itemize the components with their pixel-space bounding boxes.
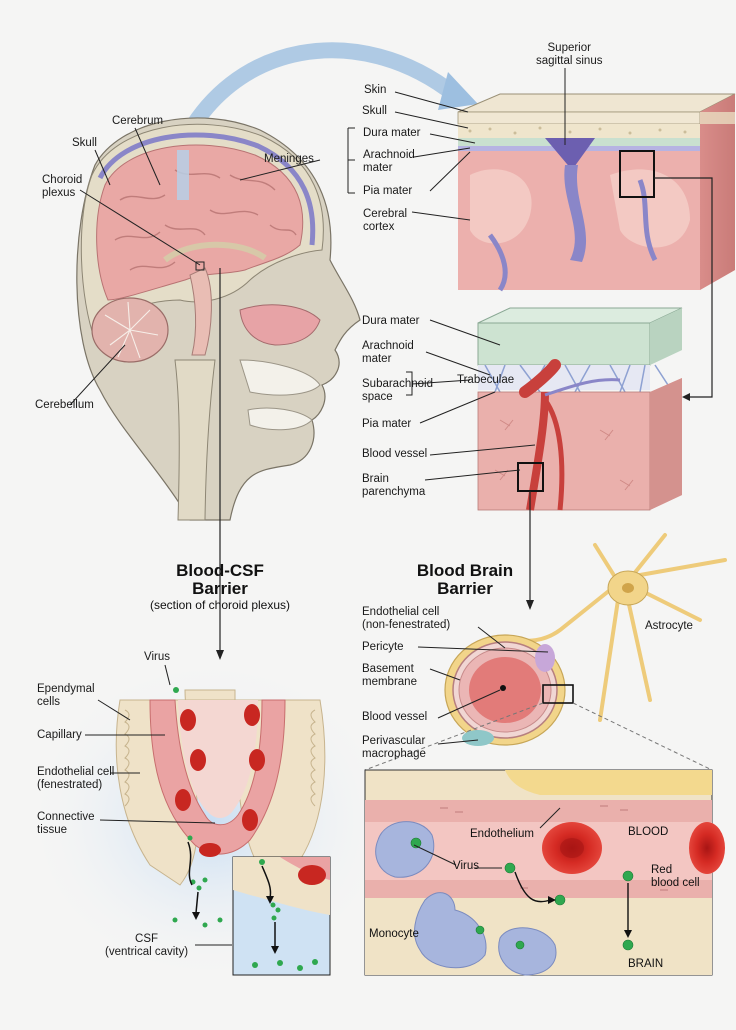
label-skin: Skin bbox=[364, 84, 386, 97]
label-endothelial-nonfenestrated: Endothelial cell (non-fenestrated) bbox=[362, 606, 450, 632]
label-subarachnoid-space: Subarachnoid space bbox=[362, 378, 433, 404]
label-pericyte: Pericyte bbox=[362, 641, 404, 654]
label-arachnoid-mater-mid: Arachnoid mater bbox=[362, 340, 414, 366]
label-endothelial-fenestrated: Endothelial cell (fenestrated) bbox=[37, 766, 114, 792]
head-illustration bbox=[77, 118, 360, 520]
label-csf: CSF (ventrical cavity) bbox=[105, 933, 188, 959]
label-astrocyte: Astrocyte bbox=[645, 620, 693, 633]
label-choroid-plexus: Choroid plexus bbox=[42, 174, 82, 200]
label-blood-vessel-mid: Blood vessel bbox=[362, 448, 427, 461]
subtitle-choroid-section: (section of choroid plexus) bbox=[120, 598, 320, 612]
label-cerebellum: Cerebellum bbox=[35, 399, 94, 412]
label-virus-left: Virus bbox=[144, 651, 170, 664]
label-cerebral-cortex: Cerebral cortex bbox=[363, 208, 407, 234]
inset-endothelium: Endothelium bbox=[470, 828, 534, 841]
label-trabeculae: Trabeculae bbox=[457, 374, 514, 387]
inset-monocyte: Monocyte bbox=[369, 928, 419, 941]
label-brain-parenchyma: Brain parenchyma bbox=[362, 473, 425, 499]
label-perivascular-macrophage: Perivascular macrophage bbox=[362, 735, 426, 761]
subarachnoid-block bbox=[478, 308, 682, 510]
inset-blood: BLOOD bbox=[628, 826, 668, 839]
label-skull-head: Skull bbox=[72, 137, 97, 150]
label-dura-mater-top: Dura mater bbox=[363, 127, 421, 140]
label-meninges: Meninges bbox=[264, 153, 314, 166]
title-blood-brain-barrier: Blood Brain Barrier bbox=[395, 562, 535, 598]
inset-brain: BRAIN bbox=[628, 958, 663, 971]
label-skull-top: Skull bbox=[362, 105, 387, 118]
label-cerebrum: Cerebrum bbox=[112, 115, 163, 128]
inset-virus: Virus bbox=[453, 860, 479, 873]
label-arachnoid-mater-top: Arachnoid mater bbox=[363, 149, 415, 175]
meninges-block bbox=[458, 94, 735, 290]
label-pia-mater-top: Pia mater bbox=[363, 185, 412, 198]
label-pia-mater-mid: Pia mater bbox=[362, 418, 411, 431]
inset-red-blood-cell: Red blood cell bbox=[651, 864, 700, 890]
label-basement-membrane: Basement membrane bbox=[362, 663, 417, 689]
label-superior-sagittal-sinus: Superior sagittal sinus bbox=[536, 42, 602, 68]
label-ependymal-cells: Ependymal cells bbox=[37, 683, 95, 709]
label-blood-vessel-bbb: Blood vessel bbox=[362, 711, 427, 724]
title-blood-csf-barrier: Blood-CSF Barrier bbox=[150, 562, 290, 598]
label-capillary: Capillary bbox=[37, 729, 82, 742]
label-dura-mater-mid: Dura mater bbox=[362, 315, 420, 328]
label-connective-tissue: Connective tissue bbox=[37, 811, 95, 837]
